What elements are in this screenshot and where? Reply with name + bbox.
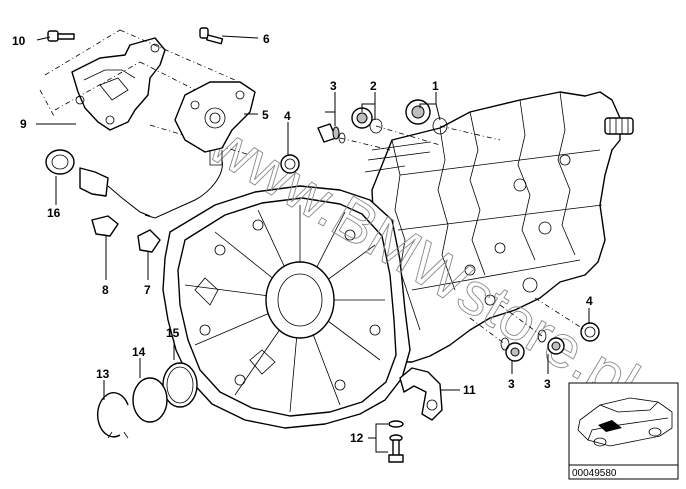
leader-lines <box>36 35 590 453</box>
diagram-code: 00049580 <box>572 468 617 479</box>
label-8: 8 <box>102 283 109 297</box>
label-14: 14 <box>132 345 146 359</box>
label-15: 15 <box>166 326 180 340</box>
plug-3-top <box>317 123 346 144</box>
label-13: 13 <box>96 367 110 381</box>
sensor-16 <box>45 149 151 217</box>
ring-14 <box>132 377 168 423</box>
bolt-6 <box>199 27 224 45</box>
label-10: 10 <box>12 34 26 48</box>
seal-4-lower <box>580 322 600 342</box>
label-1: 1 <box>432 79 439 93</box>
label-11: 11 <box>463 383 476 397</box>
label-16: 16 <box>47 206 61 220</box>
transmission-case <box>364 91 634 363</box>
label-9: 9 <box>20 117 27 131</box>
label-7: 7 <box>144 283 151 297</box>
plug-3-lower-right <box>537 329 565 355</box>
label-6: 6 <box>263 32 270 46</box>
label-3c: 3 <box>544 377 551 391</box>
clip-8 <box>91 215 119 237</box>
callout-labels: 10 6 9 5 3 2 1 4 16 8 7 4 15 14 13 3 3 1… <box>12 32 593 445</box>
ring-15 <box>162 362 198 408</box>
clip-7 <box>137 229 161 253</box>
label-3a: 3 <box>330 79 337 93</box>
plug-3-lower-left <box>500 337 525 362</box>
label-4b: 4 <box>586 294 593 308</box>
label-3b: 3 <box>508 377 515 391</box>
bolt-10 <box>47 30 75 42</box>
label-5: 5 <box>262 108 269 122</box>
ring-13 <box>97 392 129 439</box>
bracket-11 <box>399 367 443 421</box>
label-2: 2 <box>370 79 377 93</box>
actuator-plate <box>144 81 256 219</box>
bell-housing <box>162 185 411 429</box>
car-thumbnail: 00049580 <box>568 382 679 480</box>
label-4a: 4 <box>284 109 291 123</box>
bolt-12 <box>388 420 404 463</box>
label-12: 12 <box>350 431 364 445</box>
cover-plate <box>71 37 166 131</box>
plug-2 <box>351 107 383 134</box>
seal-4-top <box>280 154 300 174</box>
